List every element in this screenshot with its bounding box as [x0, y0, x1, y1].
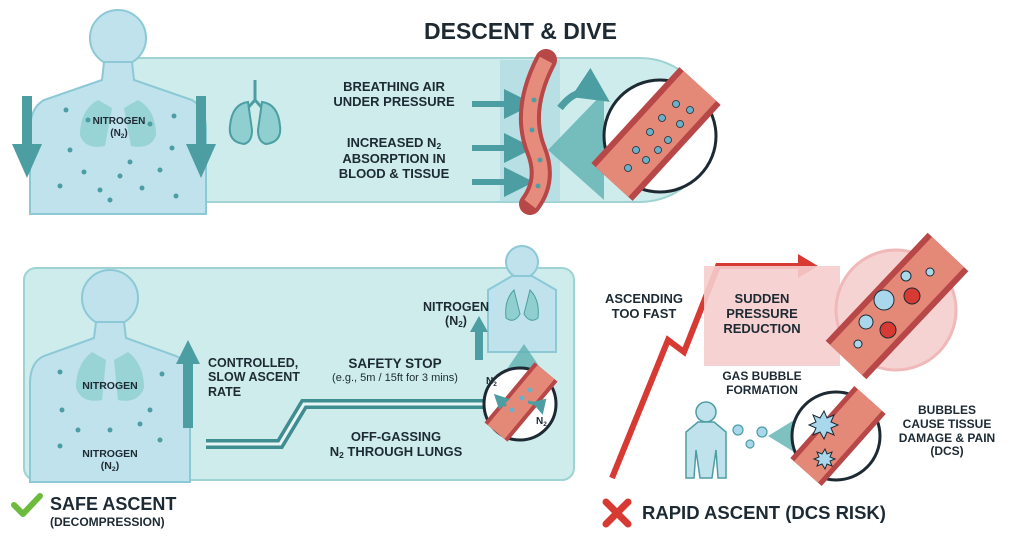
- gas-bubble-label: GAS BUBBLE FORMATION: [712, 369, 812, 398]
- safe-body-n-sub: 2: [111, 466, 116, 474]
- nitrogen-out-n: (N: [445, 314, 459, 329]
- controlled-line1: CONTROLLED,: [208, 356, 299, 370]
- nitrogen-out-line2: (N2): [408, 314, 504, 329]
- safe-body-n: (N: [100, 460, 112, 473]
- bubbles-line4: (DCS): [930, 444, 964, 459]
- bubbles-damage-label: BUBBLES CAUSE TISSUE DAMAGE & PAIN (DCS): [884, 403, 1010, 459]
- safe-body-lower-line1: NITROGEN: [82, 448, 138, 460]
- breathing-line1: BREATHING AIR: [343, 79, 445, 94]
- safe-body-label-upper: NITROGEN: [82, 380, 138, 392]
- sudden-line1: SUDDEN: [734, 291, 790, 306]
- bubbles-line1: BUBBLES: [917, 403, 976, 417]
- sudden-line2: PRESSURE: [726, 305, 798, 321]
- absorption-line3: BLOOD & TISSUE: [338, 165, 450, 181]
- offgas-n: N: [329, 443, 340, 459]
- controlled-line2: SLOW ASCENT: [208, 370, 300, 385]
- pressure-arrows: [472, 89, 534, 197]
- ascending-label: ASCENDING TOO FAST: [594, 291, 694, 322]
- offgas-rest: THROUGH LUNGS: [343, 443, 463, 459]
- down-arrow-left-icon: [12, 96, 42, 178]
- controlled-line3: RATE: [208, 384, 242, 399]
- absorption-line2: ABSORPTION IN: [342, 150, 446, 166]
- descent-body-label: NITROGEN (N2): [76, 116, 162, 140]
- descent-body-label-line1: NITROGEN: [92, 116, 146, 127]
- diver-body-safe: [29, 269, 191, 483]
- rapid-ascent-title: RAPID ASCENT (DCS RISK): [642, 502, 886, 523]
- gas-line1: GAS BUBBLE: [722, 369, 802, 383]
- safe-body-lower-line2: (N2): [60, 460, 160, 474]
- nitrogen-out-line1: NITROGEN: [423, 300, 489, 314]
- ascending-line2: TOO FAST: [611, 305, 677, 321]
- zoom-cone: [548, 92, 604, 200]
- up-arrow-controlled-icon: [176, 340, 200, 428]
- cross-icon: [602, 498, 632, 528]
- controlled-label: CONTROLLED, SLOW ASCENT RATE: [208, 356, 300, 399]
- n2-a: N: [486, 376, 494, 387]
- magnified-vessel-descent: [591, 67, 721, 201]
- descent-body-n2: (N: [110, 127, 121, 139]
- curved-arrow-icon: [557, 67, 610, 111]
- offgas-label: OFF-GASSING N2 THROUGH LUNGS: [296, 429, 496, 461]
- safety-stop-detail: (e.g., 5m / 15ft for 3 mins): [332, 371, 458, 384]
- descent-body-n2-end: ): [124, 127, 128, 139]
- bubbles-line3: DAMAGE & PAIN: [898, 430, 996, 445]
- pressure-panel: [704, 266, 840, 366]
- offgas-n-sub: 2: [339, 449, 344, 460]
- magnified-vessel-damage: [790, 386, 886, 486]
- absorption-n-sub: 2: [436, 141, 442, 151]
- magnified-vessel-bubbles: [825, 232, 969, 380]
- blood-vessel-descent: [518, 49, 557, 215]
- lungs-icon: [228, 80, 282, 146]
- absorption-label: INCREASED N2 ABSORPTION IN BLOOD & TISSU…: [320, 135, 468, 182]
- absorption-n: INCREASED N: [346, 135, 437, 150]
- safe-body-label-lower: NITROGEN (N2): [60, 448, 160, 474]
- gas-line2: FORMATION: [726, 382, 798, 397]
- sudden-line3: REDUCTION: [723, 320, 801, 336]
- breathing-label: BREATHING AIR UNDER PRESSURE: [320, 79, 468, 110]
- safe-ascent-subtitle: (DECOMPRESSION): [50, 515, 165, 529]
- n2-label-b: N2: [536, 416, 547, 428]
- small-figure-rapid: [685, 401, 727, 479]
- n2-label-a: N2: [486, 376, 497, 388]
- ascending-line1: ASCENDING: [604, 291, 683, 306]
- bubbles-line2: CAUSE TISSUE: [902, 416, 992, 431]
- n2-b-sub: 2: [543, 421, 547, 428]
- absorption-line1: INCREASED N2: [320, 135, 468, 152]
- nitrogen-out-n-sub: 2: [458, 320, 463, 330]
- safe-body-n-end: ): [115, 460, 120, 473]
- up-arrow-nitrogen-icon: [470, 316, 488, 360]
- descent-body-n2-sub: 2: [120, 132, 125, 140]
- n2-a-sub: 2: [493, 381, 497, 388]
- descent-body-label-line2: (N2): [76, 128, 162, 140]
- safety-stop-title: SAFETY STOP: [348, 356, 442, 371]
- offgas-line1: OFF-GASSING: [350, 429, 442, 444]
- safe-ascent-title: SAFE ASCENT: [50, 494, 177, 514]
- offgas-line2: N2 THROUGH LUNGS: [296, 443, 496, 461]
- nitrogen-out-label: NITROGEN (N2): [408, 300, 504, 330]
- magnified-vessel-safe: [482, 362, 558, 442]
- nitrogen-out-end: ): [462, 314, 467, 329]
- descent-title: DESCENT & DIVE: [424, 18, 617, 44]
- n2-b: N: [536, 416, 544, 427]
- check-icon: [11, 493, 43, 517]
- gas-bubbles: [732, 424, 768, 449]
- small-figure-safe: [487, 245, 557, 353]
- safety-stop-label: SAFETY STOP (e.g., 5m / 15ft for 3 mins): [300, 356, 490, 384]
- down-arrow-right-icon: [186, 96, 216, 178]
- breathing-line2: UNDER PRESSURE: [333, 93, 455, 109]
- sudden-pressure-label: SUDDEN PRESSURE REDUCTION: [712, 291, 812, 337]
- diver-body-descent: [29, 9, 207, 215]
